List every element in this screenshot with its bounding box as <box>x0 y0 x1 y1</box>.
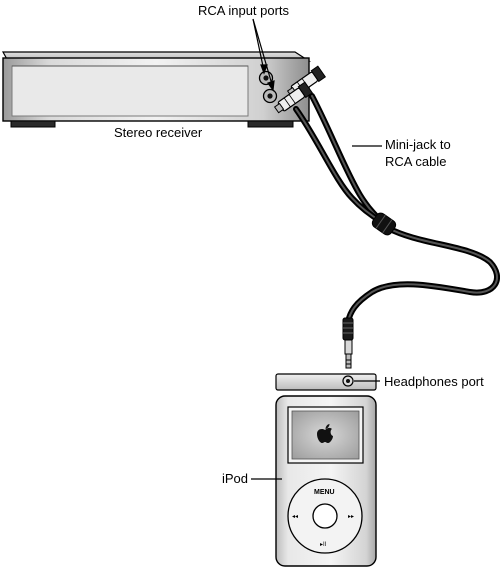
headphones-port <box>342 375 354 387</box>
mini-jack-plug <box>342 317 354 369</box>
play-pause-icon: ▸II <box>320 542 327 548</box>
stereo-receiver <box>1 51 312 128</box>
ipod: MENU ◂◂ ▸▸ ▸II <box>275 373 377 567</box>
menu-label: MENU <box>314 489 335 496</box>
stereo-receiver-label: Stereo receiver <box>114 125 203 140</box>
rca-ports-pointer-lines <box>252 18 275 92</box>
ipod-top-edge <box>275 373 377 391</box>
next-icon: ▸▸ <box>348 514 354 520</box>
apple-icon <box>317 424 333 443</box>
rca-input-ports-label: RCA input ports <box>198 3 290 18</box>
cable-label-line1: Mini-jack to <box>385 137 451 152</box>
mini-jack-to-rca-cable <box>293 93 500 325</box>
cable-label-line2: RCA cable <box>385 154 446 169</box>
click-wheel: MENU ◂◂ ▸▸ ▸II <box>287 478 363 554</box>
rca-plug-lower <box>273 81 314 114</box>
rca-input-jack-lower <box>262 88 278 104</box>
cable-splitter <box>371 212 397 236</box>
previous-icon: ◂◂ <box>292 514 298 520</box>
center-select-button <box>312 503 338 529</box>
headphones-port-label: Headphones port <box>384 374 484 389</box>
ipod-label: iPod <box>222 471 248 486</box>
